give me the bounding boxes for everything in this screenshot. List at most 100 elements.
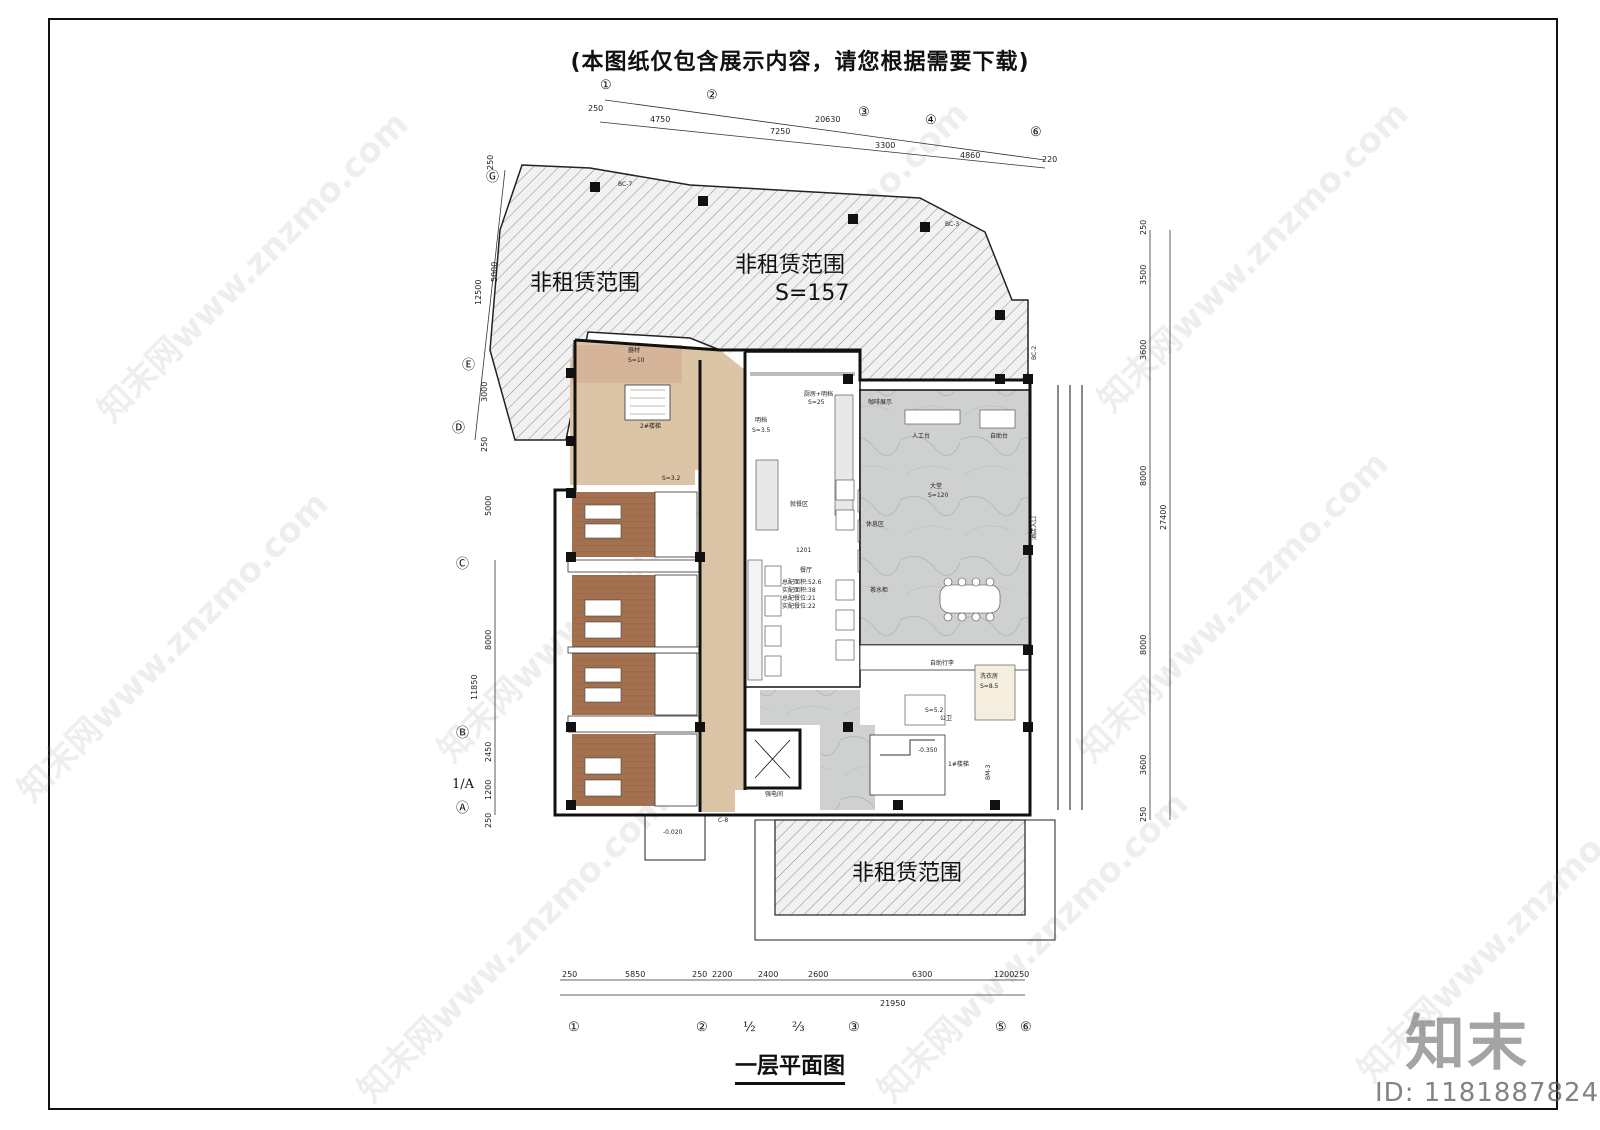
- room-label-laundry: 洗衣房: [980, 672, 998, 680]
- dim-label: 250: [480, 437, 489, 452]
- dimension-labels-bottom: 250 5850 250 2200 2400 2600 6300 21950 1…: [562, 970, 1029, 1008]
- dim-label: 220: [1042, 155, 1057, 164]
- dimension-labels-left: 250 5000 12500 3000 250 5000 8000 11850 …: [470, 155, 499, 828]
- brand-logo: 知末: [1405, 1009, 1529, 1079]
- room-area-small: S=3.2: [662, 475, 681, 482]
- grid-axes-bottom: ① ② ½ ⅔ ③ ⑤ ⑥: [568, 1020, 1032, 1035]
- grid-bubble: ①: [568, 1020, 580, 1035]
- dim-label: 3600: [1139, 340, 1148, 360]
- restaurant-stat: 实配面积:38: [782, 586, 816, 594]
- room-label-stair1: 1#楼梯: [948, 760, 969, 768]
- zone-area-non-rental-main: S=157: [775, 281, 849, 306]
- dim-label: 250: [484, 813, 493, 828]
- sheet-title: 一层平面图: [735, 1048, 846, 1085]
- door-label: C-8: [718, 817, 728, 824]
- grid-bubble: Ⓓ: [452, 421, 465, 436]
- room-label-staff-desk: 人工台: [912, 432, 930, 440]
- dim-label: 2200: [712, 970, 732, 979]
- grid-bubble: Ⓔ: [462, 358, 475, 373]
- zone-label-non-rental-left: 非租赁范围: [530, 271, 640, 296]
- dim-label: 12500: [474, 280, 483, 305]
- dim-label: 4750: [650, 115, 670, 124]
- room-area-laundry: S=8.5: [980, 683, 999, 690]
- drawing-id: ID: 1181887824: [1375, 1078, 1600, 1108]
- window-label: BC-3: [945, 221, 959, 228]
- grid-bubble: Ⓖ: [486, 170, 499, 185]
- grid-bubble: Ⓒ: [456, 557, 469, 572]
- room-label-tag: 1201: [796, 547, 811, 554]
- dimension-labels-right: 250 3500 3600 8000 27400 8000 3600 250: [1139, 220, 1168, 822]
- room-label-self-service-desk: 自助台: [990, 432, 1008, 440]
- dim-label: 4860: [960, 151, 980, 160]
- dim-label: 250: [692, 970, 707, 979]
- lobby: [760, 389, 1031, 810]
- dim-label: 3300: [875, 141, 895, 150]
- room-label-electric: 强电间: [765, 790, 783, 798]
- dim-label: 3500: [1139, 265, 1148, 285]
- dim-label: 5000: [484, 496, 493, 516]
- room-area-storage: S=10: [628, 357, 645, 364]
- dim-label: 2400: [758, 970, 778, 979]
- room-label-restaurant: 餐厅: [800, 566, 812, 574]
- grid-bubble: 1/A: [452, 777, 475, 792]
- grid-bubble: ③: [848, 1020, 860, 1035]
- room-label-coffee: 咖啡展示: [868, 398, 892, 406]
- elevation-label: -0.020: [663, 829, 683, 836]
- dim-label: 1200: [484, 780, 493, 800]
- dim-label: 1200: [994, 970, 1014, 979]
- room-label-kitchen: 厨房+明档: [804, 390, 833, 398]
- dim-label: 6300: [912, 970, 932, 979]
- grid-bubble: ½: [743, 1020, 756, 1035]
- grid-bubble: ②: [696, 1020, 708, 1035]
- outer-walls: [553, 338, 1083, 817]
- dim-label: 5000: [490, 262, 499, 282]
- grid-axes-left: Ⓖ Ⓔ Ⓓ Ⓒ Ⓑ 1/A Ⓐ: [452, 170, 499, 816]
- dim-label: 8000: [1139, 635, 1148, 655]
- window-label: BC-2: [1031, 346, 1038, 360]
- restaurant-stat: 总配餐位:21: [782, 594, 816, 602]
- room-label-storage: 器材: [628, 346, 640, 354]
- elevation-label: -0.350: [918, 747, 938, 754]
- dim-label: 11850: [470, 675, 479, 700]
- dim-label: 8000: [1139, 466, 1148, 486]
- dim-label: 250: [1139, 220, 1148, 235]
- structural-columns: [566, 182, 1033, 810]
- grid-bubble: ③: [858, 105, 870, 120]
- room-label-stair2: 2#楼梯: [640, 422, 661, 430]
- room-label-open-kitchen: 明档: [755, 416, 767, 424]
- grid-bubble: ⑥: [1030, 125, 1042, 140]
- dim-label: 2600: [808, 970, 828, 979]
- room-label-staff: 公卫: [940, 715, 952, 722]
- grid-bubble: ②: [706, 88, 718, 103]
- grid-bubble: ⅔: [792, 1020, 805, 1035]
- room-label-rest-area: 休息区: [866, 520, 884, 528]
- dim-label: 250: [588, 104, 603, 113]
- grid-bubble: Ⓑ: [456, 726, 469, 741]
- floor-beige: [570, 340, 745, 812]
- grid-bubble: ④: [925, 113, 937, 128]
- window-label: BC-7: [618, 181, 632, 188]
- kitchen-dining: [744, 351, 877, 688]
- dim-label: 3600: [1139, 755, 1148, 775]
- door-label: BM-3: [985, 765, 992, 780]
- room-area-lobby: S=120: [928, 492, 948, 499]
- dim-label: 7250: [770, 127, 790, 136]
- download-notice: (本图纸仅包含展示内容，请您根据需要下载): [570, 50, 1030, 75]
- dimension-labels-top: 250 4750 7250 20630 3300 4860 220: [588, 104, 1057, 164]
- grid-bubble: ⑥: [1020, 1020, 1032, 1035]
- room-label-tea-bar: 茶水柜: [870, 586, 888, 594]
- guest-rooms: [567, 491, 701, 807]
- room-label-self-checkin: 自助行李: [930, 659, 954, 667]
- dim-label: 250: [562, 970, 577, 979]
- grid-bubble: ⑤: [995, 1020, 1007, 1035]
- dim-label: 21950: [880, 999, 905, 1008]
- restaurant-stat: 总配面积:52.6: [782, 578, 822, 586]
- dimension-lines: [474, 99, 1171, 996]
- drawing-frame: [48, 18, 1558, 1110]
- dim-label: 250: [1139, 807, 1148, 822]
- room-area-kitchen: S=25: [808, 399, 825, 406]
- non-rental-zone-bottom: [644, 814, 1056, 941]
- dim-label: 27400: [1159, 505, 1168, 530]
- restaurant-stat: 实配餐位:22: [782, 602, 816, 610]
